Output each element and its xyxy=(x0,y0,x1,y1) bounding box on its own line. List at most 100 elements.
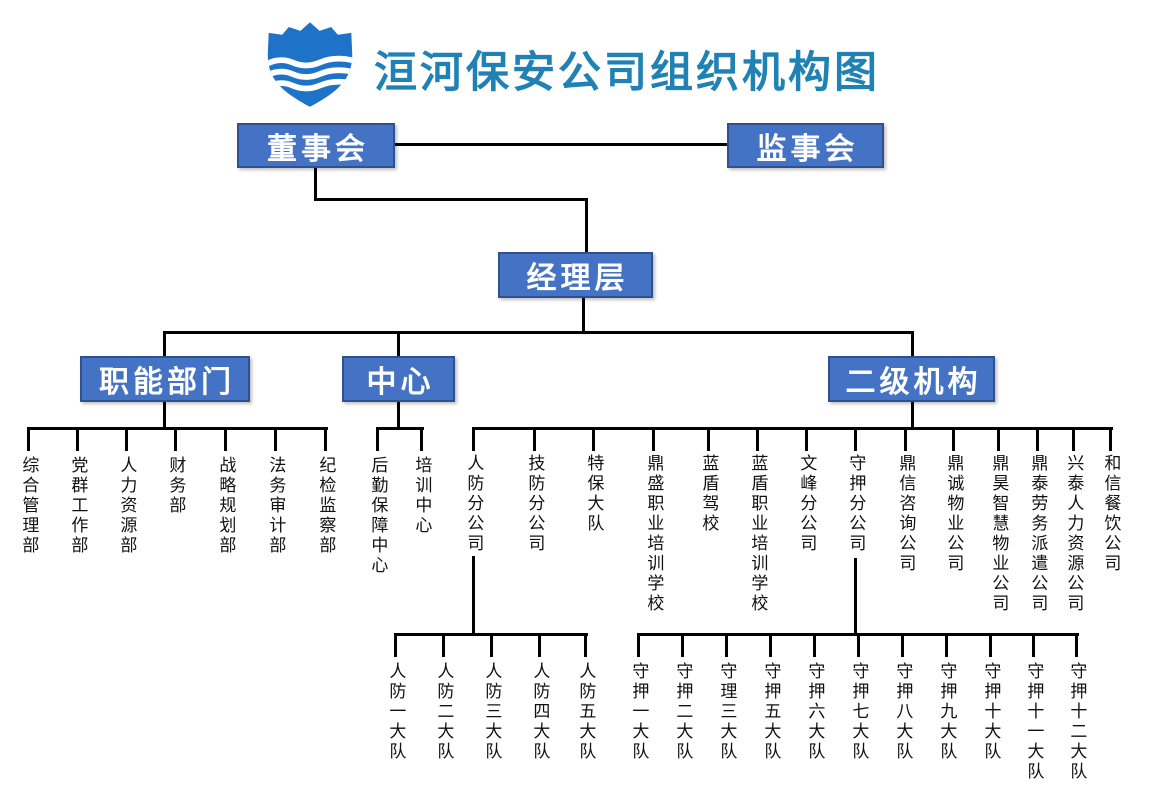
connector-line xyxy=(637,633,640,657)
connector-line xyxy=(27,427,30,451)
connector-line xyxy=(997,427,1000,451)
secondary-org-label: 人防分公司 xyxy=(464,454,484,554)
connector-line xyxy=(314,168,317,201)
center-label: 后勤保障中心 xyxy=(368,456,388,576)
secondary-org-label: 守押分公司 xyxy=(846,454,866,554)
renfang-team-label: 人防五大队 xyxy=(576,662,596,762)
shouya-team-label: 守押十大队 xyxy=(981,662,1001,762)
connector-line xyxy=(314,198,588,201)
secondary-org-label: 鼎信咨询公司 xyxy=(896,454,916,574)
secondary-org-label: 鼎昊智慧物业公司 xyxy=(989,454,1009,614)
connector-line xyxy=(725,633,728,657)
connector-line xyxy=(652,427,655,451)
connector-line xyxy=(377,427,424,430)
connector-line xyxy=(163,402,166,428)
functional-dept-label: 综合管理部 xyxy=(19,456,39,556)
connector-line xyxy=(397,402,400,428)
connector-line xyxy=(1109,427,1112,451)
connector-line xyxy=(854,558,857,635)
functional-dept-label: 财务部 xyxy=(166,456,186,516)
page-title: 洹河保安公司组织机构图 xyxy=(374,49,880,97)
functional-dept-label: 纪检监察部 xyxy=(316,456,336,556)
shield-waves-logo-icon xyxy=(267,22,353,107)
node-secondary-box: 二级机构 xyxy=(828,356,995,402)
connector-line xyxy=(813,633,816,657)
shouya-team-label: 守押六大队 xyxy=(805,662,825,762)
connector-line xyxy=(989,633,992,657)
shouya-team-label: 守理三大队 xyxy=(717,662,737,762)
connector-line xyxy=(904,427,907,451)
secondary-org-label: 兴泰人力资源公司 xyxy=(1064,454,1084,614)
node-centers-box: 中心 xyxy=(342,356,455,402)
connector-line xyxy=(805,427,808,451)
connector-line xyxy=(1032,633,1035,657)
connector-line xyxy=(324,427,327,451)
shouya-team-label: 守押八大队 xyxy=(893,662,913,762)
connector-line xyxy=(224,427,227,451)
secondary-org-label: 和信餐饮公司 xyxy=(1101,454,1121,574)
node-board-box: 董事会 xyxy=(237,123,395,168)
shouya-team-label: 守押十一大队 xyxy=(1024,662,1044,782)
connector-line xyxy=(681,633,684,657)
renfang-team-label: 人防一大队 xyxy=(386,662,406,762)
shouya-team-label: 守押十二大队 xyxy=(1067,662,1087,782)
connector-line xyxy=(473,427,1113,430)
node-functional-box: 职能部门 xyxy=(80,356,250,402)
connector-line xyxy=(911,331,914,356)
secondary-org-label: 特保大队 xyxy=(584,454,604,534)
connector-line xyxy=(769,633,772,657)
connector-line xyxy=(442,633,445,657)
secondary-org-label: 蓝盾职业培训学校 xyxy=(748,454,768,614)
connector-line xyxy=(952,427,955,451)
center-label: 培训中心 xyxy=(412,456,432,536)
connector-line xyxy=(756,427,759,451)
connector-line xyxy=(174,427,177,451)
connector-line xyxy=(28,427,328,430)
secondary-org-label: 鼎盛职业培训学校 xyxy=(644,454,664,614)
connector-line xyxy=(585,198,588,252)
connector-line xyxy=(490,633,493,657)
connector-line xyxy=(911,402,914,428)
secondary-org-label: 鼎诚物业公司 xyxy=(944,454,964,574)
renfang-team-label: 人防三大队 xyxy=(482,662,502,762)
connector-line xyxy=(1036,427,1039,451)
shouya-team-label: 守押九大队 xyxy=(937,662,957,762)
connector-line xyxy=(274,427,277,451)
connector-line xyxy=(397,331,400,356)
connector-line xyxy=(76,427,79,451)
functional-dept-label: 法务审计部 xyxy=(266,456,286,556)
renfang-team-label: 人防二大队 xyxy=(434,662,454,762)
node-management-box: 经理层 xyxy=(498,252,653,298)
connector-line xyxy=(125,427,128,451)
connector-line xyxy=(472,427,475,451)
secondary-org-label: 技防分公司 xyxy=(525,454,545,554)
connector-line xyxy=(420,427,423,451)
connector-line xyxy=(582,297,585,333)
shouya-team-label: 守押七大队 xyxy=(849,662,869,762)
node-supervisory-box: 监事会 xyxy=(727,123,884,168)
connector-line xyxy=(592,427,595,451)
secondary-org-label: 蓝盾驾校 xyxy=(699,454,719,534)
renfang-team-label: 人防四大队 xyxy=(530,662,550,762)
connector-line xyxy=(707,427,710,451)
functional-dept-label: 战略规划部 xyxy=(216,456,236,556)
functional-dept-label: 党群工作部 xyxy=(68,456,88,556)
connector-line xyxy=(901,633,904,657)
connector-line xyxy=(945,633,948,657)
connector-line xyxy=(584,633,587,657)
functional-dept-label: 人力资源部 xyxy=(117,456,137,556)
shouya-team-label: 守押二大队 xyxy=(673,662,693,762)
connector-line xyxy=(472,556,475,635)
connector-line xyxy=(394,633,397,657)
connector-line xyxy=(395,143,727,146)
connector-line xyxy=(1075,633,1078,657)
secondary-org-label: 文峰分公司 xyxy=(797,454,817,554)
connector-line xyxy=(857,633,860,657)
connector-line xyxy=(854,427,857,451)
connector-line xyxy=(533,427,536,451)
shouya-team-label: 守押一大队 xyxy=(629,662,649,762)
connector-line xyxy=(164,331,913,334)
connector-line xyxy=(376,427,379,451)
connector-line xyxy=(538,633,541,657)
